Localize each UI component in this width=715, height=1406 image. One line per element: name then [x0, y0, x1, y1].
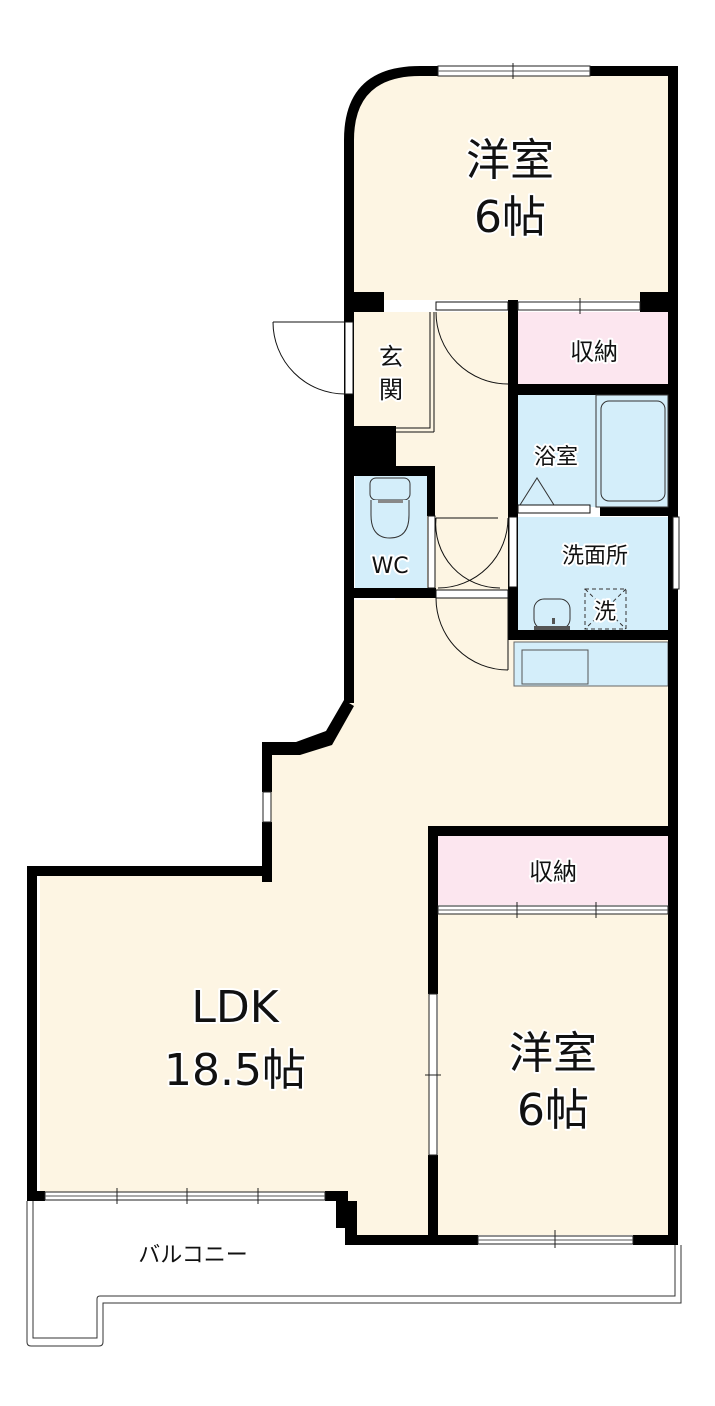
wall-angled — [272, 700, 354, 755]
ldk-floor — [40, 600, 668, 1240]
entrance-door-swing[interactable] — [272, 321, 346, 395]
toilet-name: WC — [371, 554, 408, 579]
wall-top-room-bottom-right — [640, 292, 676, 312]
entrance-name-2: 関 — [379, 376, 403, 404]
entrance-step — [396, 312, 431, 429]
western-room-top-floor — [352, 75, 668, 300]
wall-entrance-block — [344, 426, 396, 466]
wall-ldk-bottom-left — [27, 1191, 45, 1201]
wall-ldk-step — [262, 742, 272, 792]
window-washroom — [672, 516, 680, 590]
wall-top — [590, 66, 676, 76]
balcony-outer-rail — [26, 1201, 682, 1347]
storage-bottom-floor — [438, 835, 668, 905]
wall-left-ldk-upper — [344, 598, 354, 703]
bathtub-inner — [600, 400, 666, 502]
window-storage-top — [517, 301, 641, 311]
wall-ldk-left — [27, 866, 37, 1201]
walls — [27, 66, 678, 1245]
wall-ldk-bedroom-lower — [428, 1155, 438, 1245]
wall-bath-wash — [600, 505, 676, 516]
bathroom-name: 浴室 — [534, 445, 578, 470]
doors — [272, 301, 591, 671]
storage-bottom-name: 収納 — [529, 858, 577, 886]
toilet-tank — [369, 477, 411, 501]
western-room-bottom-name: 洋室 — [509, 1028, 597, 1079]
window-ldk-side — [262, 791, 272, 823]
ldk-door-swing[interactable] — [435, 597, 509, 671]
windows — [44, 63, 680, 1248]
western-room-top-name: 洋室 — [466, 135, 554, 186]
bath-door[interactable] — [517, 504, 591, 514]
wall-storage-bath — [518, 384, 676, 395]
balcony-name: バルコニー — [138, 1243, 248, 1268]
wall-right-upper — [668, 66, 678, 836]
washroom-name: 洗面所 — [562, 544, 628, 569]
wall-storage-bottom-top — [428, 826, 678, 836]
wall-top-room — [344, 66, 438, 300]
wall-ldk-notch — [325, 1191, 430, 1245]
ldk-size: 18.5帖 — [164, 1045, 306, 1096]
balcony-inner-rail — [32, 1201, 676, 1339]
wall-wash-bottom — [508, 630, 676, 640]
kitchen-sink — [521, 649, 589, 685]
storage-top-floor — [518, 312, 668, 384]
fixtures — [369, 394, 669, 630]
western-room-top-size: 6帖 — [474, 192, 546, 243]
storage-top-name: 収納 — [570, 338, 618, 366]
toilet-door-swing[interactable] — [435, 517, 501, 589]
washroom-door-swing[interactable] — [437, 517, 509, 589]
toilet-bowl-icon — [370, 500, 410, 539]
wall-bedroom-bottom-right — [633, 1235, 678, 1245]
balcony — [26, 1201, 682, 1347]
top-room-door-swing[interactable] — [435, 311, 509, 385]
labels: 洋室 6帖 収納 玄 関 浴室 WC 洗面所 洗 LDK 18.5帖 収納 洋室… — [136, 133, 630, 1270]
ldk-name: LDK — [191, 982, 279, 1033]
wall-bedroom-bottom-left — [430, 1235, 478, 1245]
wall-toilet-top — [344, 466, 434, 476]
wall-ldk-top-left — [27, 866, 272, 876]
wall-ldk-bedroom — [428, 826, 438, 994]
bath-faucet-triangle — [519, 477, 555, 506]
wall-toilet-bottom — [344, 588, 436, 598]
washbasin-icon — [533, 598, 571, 630]
entrance-door-frame[interactable] — [344, 321, 354, 395]
washroom-door-frame — [508, 516, 518, 588]
washer-label: 洗 — [594, 600, 616, 625]
wall-hall-storage — [508, 300, 518, 640]
western-room-bottom-size: 6帖 — [517, 1085, 589, 1136]
top-room-door-frame — [435, 301, 509, 311]
toilet-door-frame — [427, 515, 436, 589]
wall-right-lower — [668, 826, 678, 1245]
wall-ldk-step-lower — [262, 822, 272, 882]
ldk-door-frame — [435, 589, 509, 599]
wall-toilet-right — [427, 466, 435, 516]
entrance-name-1: 玄 — [379, 343, 403, 371]
western-room-bottom-floor — [438, 912, 668, 1235]
